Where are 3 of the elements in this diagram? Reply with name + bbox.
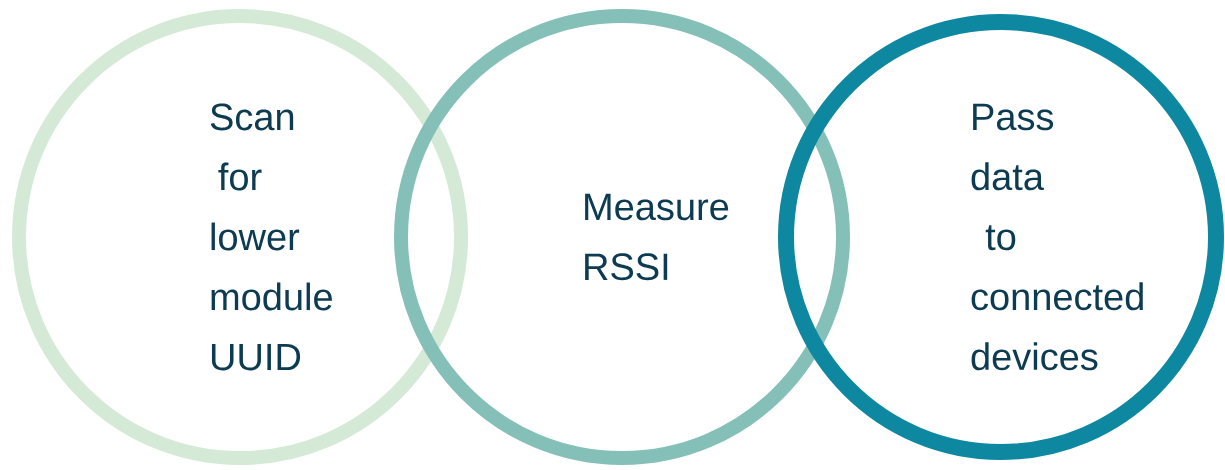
circle-ring: Scan for lower module UUID [12, 9, 468, 465]
circle-ring: Pass data to connected devices [778, 14, 1224, 460]
circle-ring: Measure RSSI [394, 9, 850, 465]
